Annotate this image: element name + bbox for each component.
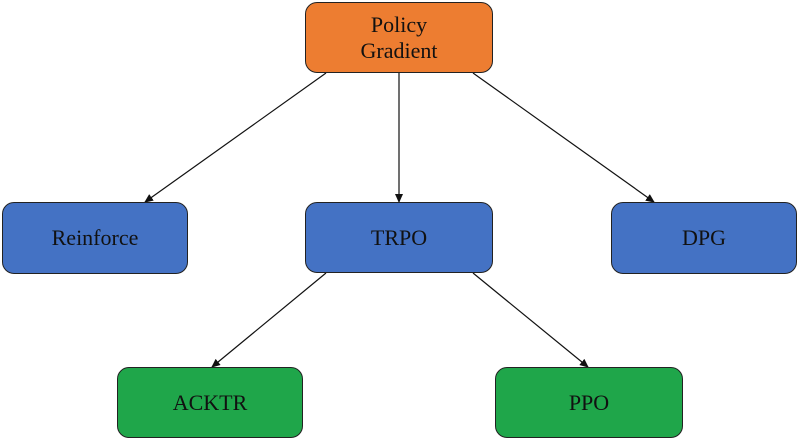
node-acktr: ACKTR <box>117 367 303 438</box>
node-trpo: TRPO <box>305 202 493 273</box>
edge-root-dpg <box>472 72 655 203</box>
node-reinforce: Reinforce <box>2 202 188 274</box>
edge-root-reinforce <box>144 72 327 203</box>
node-policy-gradient: Policy Gradient <box>305 2 493 73</box>
edge-trpo-ppo <box>472 272 589 368</box>
node-dpg: DPG <box>611 202 797 274</box>
node-ppo: PPO <box>495 367 683 438</box>
edge-trpo-acktr <box>211 272 327 368</box>
